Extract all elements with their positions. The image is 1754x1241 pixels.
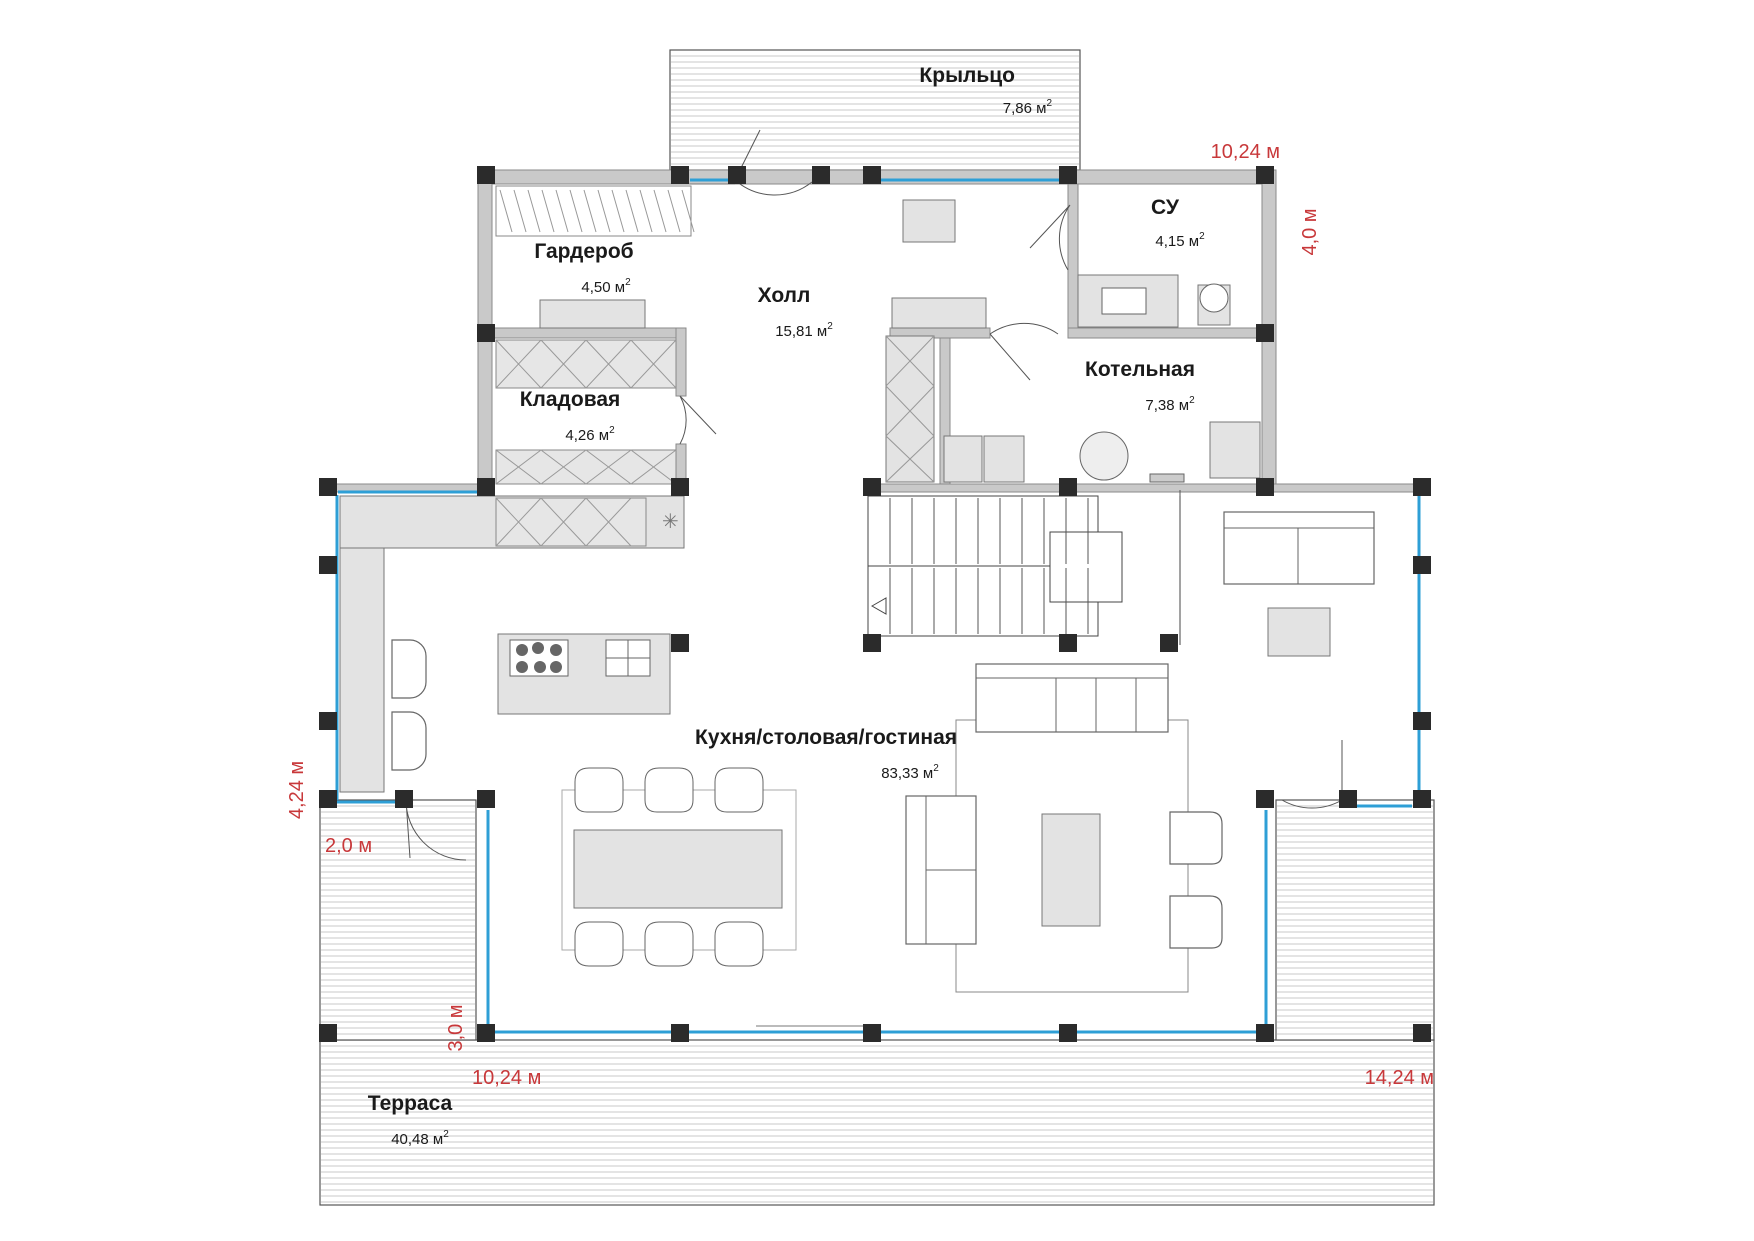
dining-chair	[574, 921, 624, 967]
room-labels: Крыльцо 7,86 м2 Гардероб 4,50 м2 Холл 15…	[368, 64, 1205, 1148]
hall-name: Холл	[758, 284, 811, 307]
pantry-area: 4,26 м2	[565, 425, 615, 444]
dining-chair	[574, 767, 624, 813]
dim-left-height: 4,24 м	[286, 761, 308, 819]
boiler-furniture	[943, 421, 1261, 483]
svg-text:✳: ✳	[662, 509, 679, 533]
living-furniture	[905, 511, 1375, 993]
dim-bottom-width: 10,24 м	[472, 1067, 541, 1089]
dim-terrace-depth: 3,0 м	[445, 1004, 467, 1051]
bathroom-name: СУ	[1151, 196, 1180, 219]
dining-set	[561, 767, 797, 967]
living-name: Кухня/столовая/гостиная	[695, 726, 957, 749]
kitchen-counter: ✳	[339, 495, 685, 793]
doors	[405, 129, 1343, 1027]
boiler-name: Котельная	[1085, 358, 1195, 381]
dimension-labels: 10,24 м 4,0 м 4,24 м 2,0 м 3,0 м 10,24 м…	[286, 141, 1434, 1089]
wardrobe-rail	[495, 185, 695, 237]
hall-area: 15,81 м2	[775, 321, 833, 340]
staircase	[867, 495, 1181, 645]
dim-right-height: 4,0 м	[1299, 208, 1321, 255]
dining-chair	[644, 921, 694, 967]
porch-name: Крыльцо	[919, 64, 1015, 87]
porch-area: 7,86 м2	[1003, 98, 1053, 117]
dining-chair	[644, 767, 694, 813]
dining-chair	[714, 921, 764, 967]
terrace-area: 40,48 м2	[391, 1129, 449, 1148]
bathroom-area: 4,15 м2	[1155, 231, 1205, 250]
wardrobe-name: Гардероб	[534, 240, 633, 263]
wardrobe-area: 4,50 м2	[581, 277, 631, 296]
hall-furniture	[885, 199, 987, 483]
kitchen-island	[497, 633, 671, 715]
porch-deck	[669, 49, 1081, 171]
living-area: 83,33 м2	[881, 763, 939, 782]
columns	[319, 166, 1431, 1042]
boiler-area: 7,38 м2	[1145, 395, 1195, 414]
dim-total-width: 14,24 м	[1365, 1067, 1434, 1089]
bathroom-furniture	[1077, 274, 1231, 328]
dim-left-offset: 2,0 м	[325, 835, 372, 857]
dim-top-right-width: 10,24 м	[1211, 141, 1280, 163]
dining-chair	[714, 767, 764, 813]
pantry-shelves	[495, 299, 677, 485]
terrace-deck	[319, 799, 1435, 1206]
terrace-name: Терраса	[368, 1092, 453, 1115]
pantry-name: Кладовая	[520, 388, 621, 411]
bar-stools	[391, 639, 427, 771]
